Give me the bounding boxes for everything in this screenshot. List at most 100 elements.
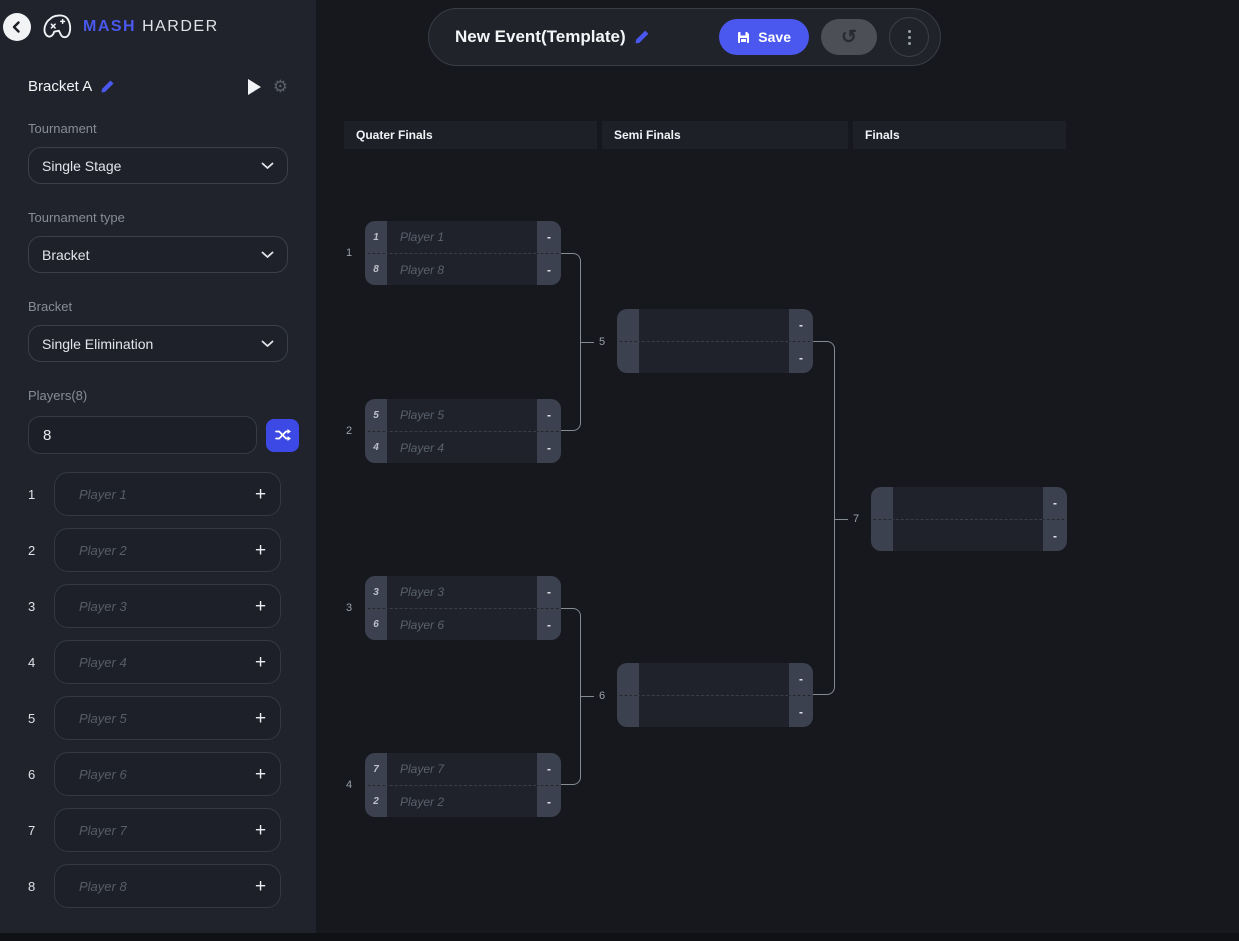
player-row-number: 7 xyxy=(28,822,36,838)
gear-icon[interactable]: ⚙ xyxy=(272,77,288,96)
player-row: 5 + xyxy=(28,696,282,740)
player-name-input[interactable] xyxy=(79,766,255,782)
score-box[interactable]: - xyxy=(789,309,813,341)
player-name-field[interactable]: + xyxy=(54,640,282,684)
player-name-field[interactable]: + xyxy=(54,752,282,796)
tournament-type-select[interactable]: Bracket xyxy=(28,236,288,273)
player-name-input[interactable] xyxy=(79,486,255,502)
players-count-row xyxy=(28,416,299,454)
match-card-7[interactable]: - - xyxy=(871,487,1067,551)
score-box[interactable]: - xyxy=(537,786,561,817)
bracket-name: Bracket A xyxy=(28,78,93,95)
back-icon xyxy=(12,21,20,33)
player-name-input[interactable] xyxy=(79,598,255,614)
seed-badge: 5 xyxy=(365,399,387,431)
player-name-field[interactable]: + xyxy=(54,808,282,852)
plus-icon[interactable]: + xyxy=(255,763,267,785)
chevron-down-icon xyxy=(261,251,274,258)
undo-button[interactable]: ↺ xyxy=(821,19,877,55)
score-box[interactable]: - xyxy=(537,609,561,640)
bracket-select[interactable]: Single Elimination xyxy=(28,325,288,362)
match-slot[interactable]: - xyxy=(871,487,1067,519)
player-name: Player 3 xyxy=(400,585,445,599)
plus-icon[interactable]: + xyxy=(255,875,267,897)
more-options-button[interactable] xyxy=(889,17,929,57)
match-slot[interactable]: 7 Player 7 - xyxy=(365,753,561,785)
seed-badge xyxy=(617,696,639,727)
match-slot[interactable]: - xyxy=(871,519,1067,551)
connector-line xyxy=(561,608,581,785)
seed-badge xyxy=(871,520,893,551)
match-slot[interactable]: - xyxy=(617,341,813,373)
seed-badge: 2 xyxy=(365,786,387,817)
seed-badge: 7 xyxy=(365,753,387,785)
match-slot[interactable]: 1 Player 1 - xyxy=(365,221,561,253)
score-box[interactable]: - xyxy=(537,399,561,431)
seed-badge: 6 xyxy=(365,609,387,640)
match-card-1[interactable]: 1 Player 1 - 8 Player 8 - xyxy=(365,221,561,285)
seed-badge: 4 xyxy=(365,432,387,463)
tournament-type-label: Tournament type xyxy=(28,210,125,225)
score-box[interactable]: - xyxy=(537,432,561,463)
match-slot[interactable]: - xyxy=(617,309,813,341)
score-box[interactable]: - xyxy=(789,663,813,695)
score-box[interactable]: - xyxy=(537,254,561,285)
play-button[interactable] xyxy=(247,78,261,95)
player-name-input[interactable] xyxy=(79,710,255,726)
score-box[interactable]: - xyxy=(537,221,561,253)
player-row: 4 + xyxy=(28,640,282,684)
player-name-field[interactable]: + xyxy=(54,696,282,740)
edit-event-icon[interactable] xyxy=(634,29,650,45)
match-slot[interactable]: 8 Player 8 - xyxy=(365,253,561,285)
match-card-2[interactable]: 5 Player 5 - 4 Player 4 - xyxy=(365,399,561,463)
match-slot[interactable]: - xyxy=(617,663,813,695)
players-count-input[interactable] xyxy=(28,416,257,454)
score-box[interactable]: - xyxy=(1043,520,1067,551)
player-name-field[interactable]: + xyxy=(54,864,282,908)
player-name-input[interactable] xyxy=(79,878,255,894)
match-number: 2 xyxy=(346,425,353,437)
player-name-field[interactable]: + xyxy=(54,584,282,628)
match-slot[interactable]: 5 Player 5 - xyxy=(365,399,561,431)
back-button[interactable] xyxy=(3,13,31,41)
score-box[interactable]: - xyxy=(537,753,561,785)
match-slot[interactable]: 3 Player 3 - xyxy=(365,576,561,608)
plus-icon[interactable]: + xyxy=(255,483,267,505)
shuffle-button[interactable] xyxy=(266,418,299,452)
player-row: 1 + xyxy=(28,472,282,516)
match-card-6[interactable]: - - xyxy=(617,663,813,727)
main-area: New Event(Template) Save ↺ Quater Finals… xyxy=(316,0,1239,941)
player-name-input[interactable] xyxy=(79,654,255,670)
player-name-input[interactable] xyxy=(79,822,255,838)
save-button[interactable]: Save xyxy=(719,19,809,55)
match-card-3[interactable]: 3 Player 3 - 6 Player 6 - xyxy=(365,576,561,640)
tournament-select-value: Single Stage xyxy=(42,157,122,174)
plus-icon[interactable]: + xyxy=(255,651,267,673)
match-slot[interactable]: 2 Player 2 - xyxy=(365,785,561,817)
player-name-field[interactable]: + xyxy=(54,472,282,516)
score-box[interactable]: - xyxy=(789,342,813,373)
tournament-select[interactable]: Single Stage xyxy=(28,147,288,184)
player-name-input[interactable] xyxy=(79,542,255,558)
plus-icon[interactable]: + xyxy=(255,539,267,561)
player-row-number: 5 xyxy=(28,710,36,726)
bottom-scroll-track[interactable] xyxy=(0,933,1239,941)
match-slot[interactable]: 4 Player 4 - xyxy=(365,431,561,463)
event-title: New Event(Template) xyxy=(455,27,626,46)
score-box[interactable]: - xyxy=(789,696,813,727)
save-label: Save xyxy=(758,29,791,45)
player-name-field[interactable]: + xyxy=(54,528,282,572)
edit-bracket-icon[interactable] xyxy=(100,79,115,94)
match-slot[interactable]: 6 Player 6 - xyxy=(365,608,561,640)
round-header-finals: Finals xyxy=(853,121,1066,149)
score-box[interactable]: - xyxy=(537,576,561,608)
plus-icon[interactable]: + xyxy=(255,819,267,841)
plus-icon[interactable]: + xyxy=(255,595,267,617)
player-row-number: 4 xyxy=(28,654,36,670)
match-card-4[interactable]: 7 Player 7 - 2 Player 2 - xyxy=(365,753,561,817)
score-box[interactable]: - xyxy=(1043,487,1067,519)
match-slot[interactable]: - xyxy=(617,695,813,727)
match-card-5[interactable]: - - xyxy=(617,309,813,373)
plus-icon[interactable]: + xyxy=(255,707,267,729)
